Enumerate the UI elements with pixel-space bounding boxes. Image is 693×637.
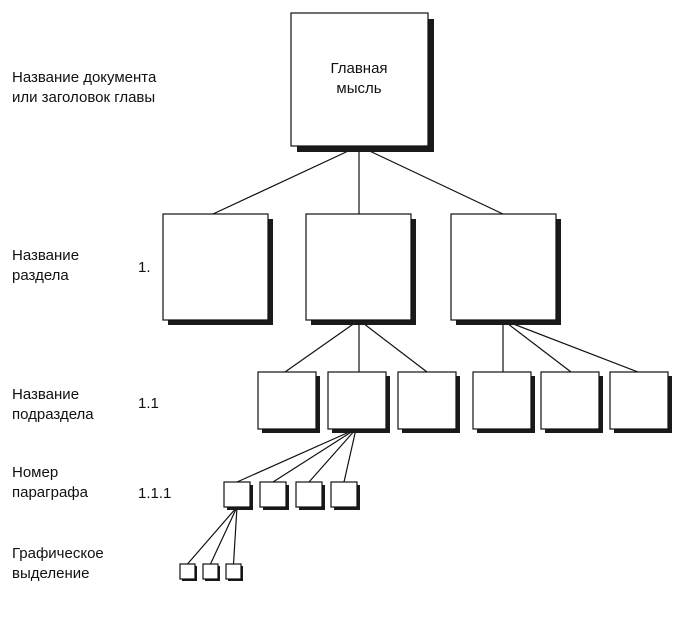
connector-line (236, 428, 357, 483)
subsection-box-2 (327, 371, 387, 430)
graphic-box-1 (179, 563, 196, 580)
level-number-subsection: 1.1 (138, 395, 159, 412)
connector-line (212, 145, 360, 215)
connector-line (284, 319, 360, 373)
section-box-1 (162, 213, 269, 321)
connector-lines (187, 145, 639, 565)
paragraph-box-3 (295, 481, 323, 508)
level-label-line: или заголовок главы (12, 89, 156, 106)
level-label-line: подраздела (12, 406, 94, 423)
level-label-line: выделение (12, 565, 90, 582)
subsection-box-6 (609, 371, 669, 430)
level-label-line: раздела (12, 267, 69, 284)
connector-line (209, 506, 238, 565)
section-box-3 (450, 213, 557, 321)
connector-line (308, 428, 357, 483)
root-box-text-line-1: Главная (330, 60, 387, 77)
graphic-box-2 (202, 563, 219, 580)
subsection-box-4 (472, 371, 532, 430)
subsection-box-5 (540, 371, 600, 430)
paragraph-box-1 (223, 481, 251, 508)
level-number-paragraph: 1.1.1 (138, 485, 172, 502)
level-label-section: Название раздела (12, 246, 79, 286)
connector-line (272, 428, 357, 483)
level-label-document-title: Название документа или заголовок главы (12, 68, 156, 108)
boxes (162, 12, 669, 580)
connector-line (232, 506, 238, 565)
graphic-box-3 (225, 563, 242, 580)
level-label-line: Название (12, 386, 80, 403)
connector-line (502, 319, 639, 373)
connector-line (187, 506, 238, 565)
level-label-graphic-highlight: Графическое выделение (12, 544, 104, 584)
level-label-line: параграфа (12, 484, 88, 501)
level-label-line: Название документа (12, 69, 157, 86)
root-box-text-line-2: мысль (336, 80, 381, 97)
subsection-box-1 (257, 371, 317, 430)
root-box-main-idea (290, 12, 429, 147)
subsection-box-3 (397, 371, 457, 430)
paragraph-box-4 (330, 481, 358, 508)
level-label-paragraph: Номер параграфа (12, 463, 88, 503)
connector-line (343, 428, 357, 483)
level-label-line: Графическое (12, 545, 104, 562)
connector-line (358, 319, 428, 373)
level-number-section: 1. (138, 259, 151, 276)
connector-line (502, 319, 572, 373)
level-label-line: Номер (12, 464, 59, 481)
connector-line (358, 145, 504, 215)
paragraph-box-2 (259, 481, 287, 508)
level-label-subsection: Название подраздела (12, 385, 94, 425)
level-label-line: Название (12, 247, 80, 264)
section-box-2 (305, 213, 412, 321)
